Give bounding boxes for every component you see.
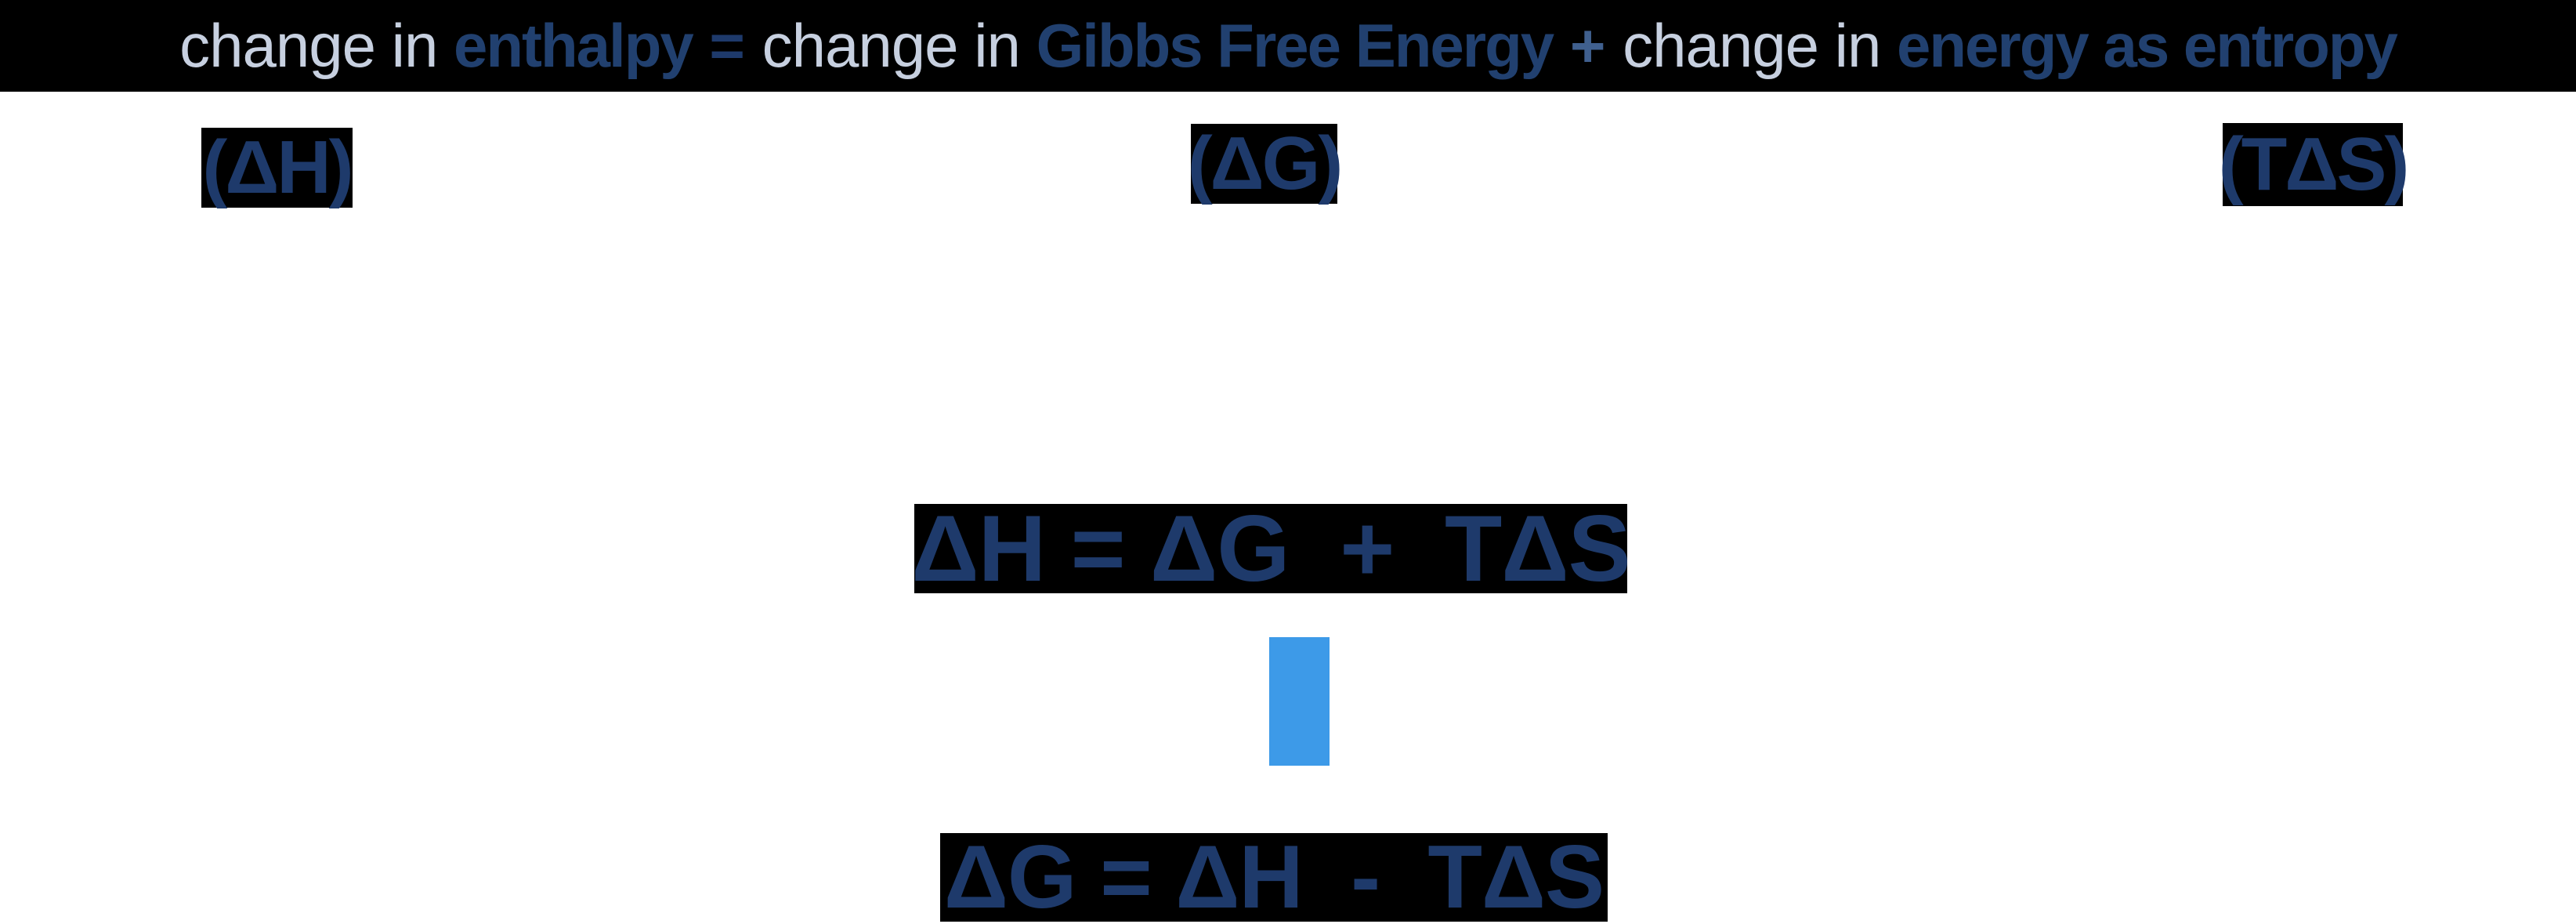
phrase-change-in-3: change in [1623, 11, 1898, 80]
equation-gibbs-form: ΔG = ΔH - TΔS [940, 828, 1608, 924]
equals-sign: = [692, 11, 762, 80]
phrase-change-in-2: change in [762, 11, 1037, 80]
label-delta-g: (ΔG) [1188, 121, 1344, 205]
equation-gibbs-form-text: ΔG = ΔH - TΔS [943, 828, 1605, 924]
term-energy-as-entropy: energy as entropy [1897, 11, 2398, 80]
definition-sentence-bar: change in enthalpy = change in Gibbs Fre… [0, 0, 2576, 92]
equation-enthalpy-form-text: ΔH = ΔG + TΔS [911, 496, 1630, 601]
phrase-change-in-1: change in [179, 11, 454, 80]
blue-rectangle-marker [1269, 637, 1330, 766]
label-delta-g-text: (ΔG) [1187, 121, 1344, 205]
label-t-delta-s: (TΔS) [2219, 122, 2409, 206]
plus-sign: + [1553, 11, 1623, 80]
term-enthalpy: enthalpy [454, 11, 694, 80]
label-delta-h: (ΔH) [201, 125, 354, 209]
equation-enthalpy-form: ΔH = ΔG + TΔS [911, 496, 1630, 601]
term-gibbs-free-energy: Gibbs Free Energy [1036, 11, 1555, 80]
label-t-delta-s-text: (TΔS) [2218, 122, 2410, 206]
label-delta-h-text: (ΔH) [202, 125, 353, 209]
